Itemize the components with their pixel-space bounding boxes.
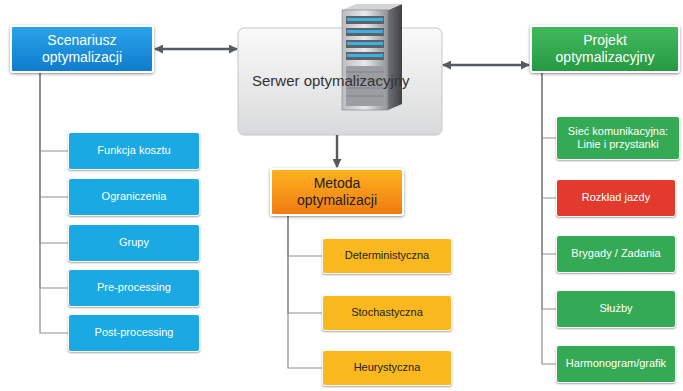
project-item: Brygady / Zadania: [556, 235, 676, 273]
box-label: Grupy: [119, 236, 149, 249]
tree-connector: [542, 73, 556, 364]
tree-connector: [542, 73, 556, 254]
project-item: Służby: [556, 290, 676, 328]
scenario-header: Scenariusz optymalizacji: [10, 25, 154, 73]
method-item: Stochastyczna: [322, 295, 452, 331]
server-node: Serwer optymalizacyjny: [238, 28, 442, 135]
scenario-item: Grupy: [68, 224, 200, 262]
box-label: Scenariusz optymalizacji: [20, 32, 144, 66]
box-label: Pre-processing: [97, 281, 171, 294]
box-label: Heurystyczna: [354, 361, 421, 374]
project-item: Sieć komunikacyjna: Linie i przystanki: [556, 116, 680, 160]
tree-connector: [40, 73, 68, 288]
method-header: Metoda optymalizacji: [270, 168, 404, 216]
box-label: Ograniczenia: [102, 190, 167, 203]
scenario-item: Funkcja kosztu: [68, 132, 200, 170]
tree-connector: [40, 73, 68, 197]
tree-connector: [288, 216, 322, 256]
box-label: Post-processing: [95, 326, 174, 339]
box-label: Funkcja kosztu: [97, 144, 170, 157]
method-item: Heurystyczna: [322, 350, 452, 386]
box-label: Serwer optymalizacyjny: [252, 72, 410, 90]
project-item-highlight: Rozkład jazdy: [556, 179, 676, 217]
project-header: Projekt optymalizacyjny: [530, 25, 680, 73]
tree-connector: [542, 73, 556, 309]
scenario-item: Post-processing: [68, 314, 200, 352]
scenario-item: Pre-processing: [68, 269, 200, 307]
tree-connector: [288, 216, 322, 313]
scenario-item: Ograniczenia: [68, 178, 200, 216]
tree-connector: [40, 73, 68, 333]
tree-connector: [40, 73, 68, 151]
box-label: Sieć komunikacyjna: Linie i przystanki: [563, 125, 673, 151]
box-label: Służby: [599, 302, 632, 315]
arrow-connector: [155, 48, 237, 50]
server-box: [238, 28, 442, 135]
box-label: Stochastyczna: [351, 306, 423, 319]
box-label: Rozkład jazdy: [582, 191, 650, 204]
tree-connector: [288, 216, 322, 368]
arrow-connector: [443, 64, 529, 66]
box-label: Harmonogram/grafik: [566, 357, 666, 370]
tree-connector: [542, 73, 556, 138]
arrow-connector: [336, 135, 338, 167]
tree-connector: [40, 73, 68, 243]
server-icon: [342, 4, 402, 110]
box-label: Projekt optymalizacyjny: [540, 32, 670, 66]
box-label: Deterministyczna: [345, 249, 429, 262]
project-item: Harmonogram/grafik: [556, 345, 676, 383]
tree-connector: [542, 73, 556, 198]
method-item: Deterministyczna: [322, 238, 452, 274]
box-label: Metoda optymalizacji: [280, 175, 394, 209]
box-label: Brygady / Zadania: [571, 247, 660, 260]
